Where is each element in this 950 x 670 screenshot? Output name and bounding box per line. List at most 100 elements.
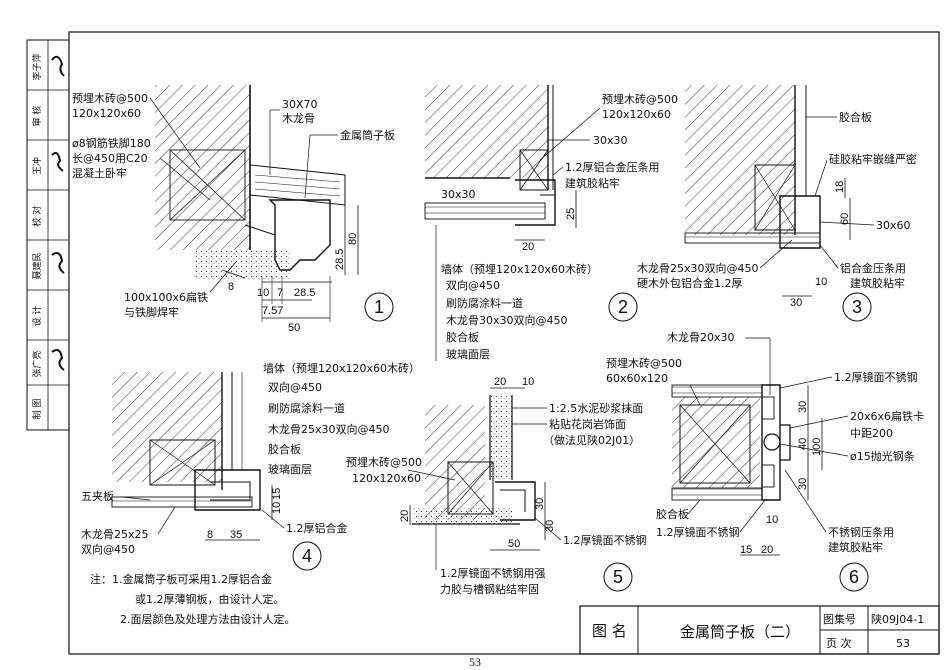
sidebar-cell-2: 王冲 — [31, 157, 43, 175]
d1-dim-8: 8 — [228, 281, 234, 293]
d6-label-strip-2: 建筑胶粘牢 — [828, 540, 883, 554]
d6-label-plywood: 胶合板 — [656, 507, 689, 521]
notes: 注：1.金属筒子板可采用1.2厚铝合金 或1.2厚薄钢板，由设计人定。 2.面层… — [90, 572, 296, 626]
d2-label-strip: 1.2厚铝合金压条用 — [565, 160, 660, 174]
d3-label-keel: 木龙骨25x30双向@450 — [637, 261, 759, 275]
d3-dim-60: 60 — [839, 213, 851, 225]
detail-number-2: 2 — [618, 297, 628, 317]
sidebar-cell-4: 聂建民 — [31, 252, 43, 279]
d4-layer-3: 木龙骨25x30双向@450 — [268, 422, 390, 436]
d3-label-30x60: 30x60 — [876, 219, 911, 232]
d2-layer-5: 玻璃面层 — [446, 347, 490, 361]
d5-dim-50: 50 — [508, 538, 520, 550]
d4-layer-2: 刷防腐涂料一道 — [268, 401, 345, 415]
d3-label-hardwood: 硬木外包铝合金1.2厚 — [637, 276, 743, 290]
note-line-1: 注：1.金属筒子板可采用1.2厚铝合金 — [90, 572, 272, 586]
d1-dim-7-57: 7.57 — [262, 305, 283, 317]
d3-label-silicone: 硅胶粘牢嵌缝严密 — [829, 152, 917, 166]
d2-label-strip-2: 建筑胶粘牢 — [565, 176, 620, 190]
d2-layer-2: 刷防腐涂料一道 — [446, 296, 523, 310]
detail-6: 木龙骨20x30 预埋木砖@500 60x60x120 1.2厚镜面不锈钢 30… — [606, 331, 924, 592]
d2-label-30x30-b: 30x30 — [441, 188, 476, 201]
d1-label-rebar-2: 长@450用C20 — [72, 152, 148, 165]
detail-3: 胶合板 硅胶粘牢嵌缝严密 18 60 30x60 木龙骨25x30双向@450 … — [637, 85, 917, 322]
d5-label-brick-size: 120x120x60 — [352, 472, 421, 485]
d5-dim-10: 10 — [522, 376, 534, 388]
d4-dim-15: 15 — [271, 488, 283, 500]
d2-layer-0: 墙体（预埋120x120x60木砖） — [441, 262, 598, 276]
page-label: 页 次 — [826, 636, 852, 650]
d3-label-strip-2: 建筑胶粘牢 — [850, 276, 905, 290]
d1-dim-50: 50 — [288, 322, 300, 334]
d2-layer-3: 木龙骨30x30双向@450 — [446, 313, 568, 327]
d2-dim-20: 20 — [522, 241, 534, 253]
d1-label-panel: 金属筒子板 — [340, 128, 395, 142]
detail-number-6: 6 — [849, 567, 859, 587]
d6-dim-20: 20 — [761, 544, 773, 556]
d6-dim-10: 10 — [766, 514, 778, 526]
d6-label-steel-a: 1.2厚镜面不锈钢 — [834, 370, 918, 384]
d5-dim-20: 20 — [494, 376, 506, 388]
atlas-number: 陕09J04-1 — [871, 612, 924, 626]
d1-dim-80: 80 — [347, 233, 359, 245]
detail-4: 墙体（预埋120x120x60木砖） 双向@450 刷防腐涂料一道 木龙骨25x… — [81, 361, 420, 571]
d3-dim-30: 30 — [790, 297, 802, 309]
d6-label-clip: 20x6x6扁铁卡 — [850, 410, 924, 423]
detail-number-1: 1 — [374, 297, 384, 317]
d4-label-alloy: 1.2厚铝合金 — [286, 521, 348, 535]
d6-label-steel-b: 1.2厚镜面不锈钢 — [656, 525, 740, 539]
detail-number-3: 3 — [852, 297, 862, 317]
d2-layer-1: 双向@450 — [446, 278, 500, 292]
d5-label-steel: 1.2厚镜面不锈钢 — [563, 533, 647, 547]
d1-dim-28-5-v: 28.5 — [334, 249, 346, 270]
detail-number-5: 5 — [613, 567, 623, 587]
d1-label-flat-iron: 100x100x6扁铁 — [124, 291, 208, 304]
d1-label-flat-iron-2: 与铁脚焊牢 — [124, 305, 179, 319]
d2-label-30x30-a: 30x30 — [593, 134, 628, 147]
d4-dim-8: 8 — [207, 529, 213, 541]
note-line-3: 2.面层颜色及处理方法由设计人定。 — [120, 612, 296, 626]
d5-label-glue-2: 力胶与槽钢粘结牢固 — [440, 582, 539, 596]
detail-number-4: 4 — [302, 546, 312, 566]
d2-label-anchor-brick: 预埋木砖@500 — [602, 92, 678, 106]
d4-label-keel: 木龙骨25x25 — [81, 528, 149, 541]
title-label: 图 名 — [592, 622, 627, 640]
d6-dim-30-a: 30 — [797, 401, 809, 413]
d5-label-anchor-brick: 预埋木砖@500 — [346, 455, 422, 469]
d6-label-clip-2: 中距200 — [850, 427, 893, 440]
atlas-label: 图集号 — [823, 612, 856, 626]
d5-label-mortar: 1:2.5水泥砂浆抹面 — [549, 401, 643, 415]
sidebar-cell-7: 制 图 — [31, 399, 43, 420]
d6-label-rod: ø15抛光钢条 — [850, 449, 915, 463]
d3-label-plywood: 胶合板 — [839, 110, 872, 124]
page-number: 53 — [896, 637, 910, 650]
d3-dim-18: 18 — [834, 181, 846, 193]
sidebar-cell-3: 校 对 — [31, 206, 43, 227]
d1-dim-28-5: 28.5 — [294, 287, 315, 299]
d1-label-keel: 30X70 — [282, 98, 318, 111]
d5-dim-30-b: 30 — [544, 520, 556, 532]
d3-dim-10: 10 — [815, 276, 827, 288]
d3-label-strip: 铝合金压条用 — [840, 261, 906, 275]
d5-label-ref: （做法见陕02J01） — [543, 433, 640, 447]
d6-dim-15: 15 — [740, 544, 752, 556]
d6-dim-100: 100 — [811, 438, 823, 456]
d6-dim-40: 40 — [797, 438, 809, 450]
d4-layer-5: 玻璃面层 — [268, 462, 312, 476]
note-line-2: 或1.2厚薄钢板，由设计人定。 — [135, 592, 285, 606]
d4-layer-0: 墙体（预埋120x120x60木砖） — [263, 361, 420, 375]
d4-label-keel-2: 双向@450 — [81, 542, 135, 556]
footer-page-number: 53 — [469, 655, 481, 669]
signature-strip: 李子萍 审 核 王冲 校 对 聂建民 设 计 张广亮 制 图 — [26, 39, 70, 431]
d6-label-strip: 不锈钢压条用 — [828, 525, 894, 539]
drawing-title: 金属筒子板（二） — [680, 623, 800, 641]
d5-dim-20-v: 20 — [399, 510, 411, 522]
d5-label-glue: 1.2厚镜面不锈钢用强 — [440, 566, 546, 580]
d5-dim-30-a: 30 — [534, 498, 546, 510]
d1-label-brick-size: 120x120x60 — [72, 107, 141, 120]
d6-label-brick-size: 60x60x120 — [606, 372, 668, 385]
d2-layer-4: 胶合板 — [446, 330, 479, 344]
sidebar-cell-0: 李子萍 — [31, 53, 43, 80]
d6-dim-30-b: 30 — [797, 478, 809, 490]
